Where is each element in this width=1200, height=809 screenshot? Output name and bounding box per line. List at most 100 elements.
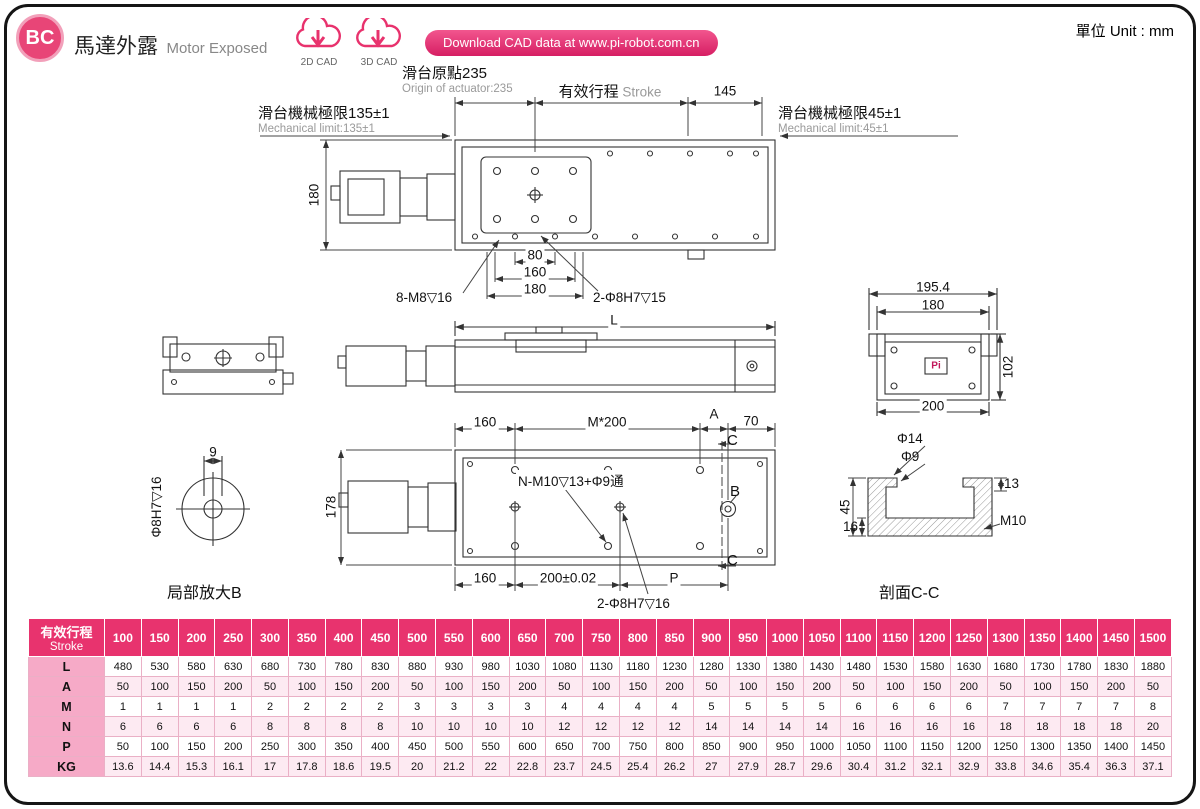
- spec-cell: 1: [214, 696, 253, 717]
- stroke-col-header: 400: [324, 618, 363, 657]
- spec-cell: 1: [104, 696, 142, 717]
- spec-cell: 150: [177, 736, 216, 757]
- mech-limit-left-zh: 滑台機械極限135±1: [258, 105, 390, 122]
- side-view-drawing: [337, 321, 776, 393]
- dim-195-4: 195.4: [916, 279, 950, 295]
- spec-cell: 3: [435, 696, 473, 717]
- spec-cell: 7: [1060, 696, 1099, 717]
- spec-cell: 780: [324, 656, 363, 677]
- spec-cell: 200: [802, 676, 841, 697]
- cad-3d-label: 3D CAD: [360, 57, 398, 68]
- dim-phi9: Φ9: [901, 449, 920, 464]
- spec-cell: 50: [839, 676, 878, 697]
- spec-cell: 16: [876, 716, 915, 737]
- spec-cell: 12: [618, 716, 657, 737]
- stroke-col-header: 900: [692, 618, 731, 657]
- spec-cell: 530: [140, 656, 179, 677]
- spec-cell: 1630: [949, 656, 988, 677]
- label-a: A: [707, 406, 721, 422]
- stroke-col-header: 300: [251, 618, 289, 657]
- callout-2-phi8h7-16: 2-Φ8H7▽16: [597, 596, 670, 611]
- spec-cell: 1680: [986, 656, 1025, 677]
- spec-cell: 18: [1097, 716, 1135, 737]
- callout-2-phi8h7-15: 2-Φ8H7▽15: [593, 290, 666, 305]
- spec-cell: 14.4: [140, 756, 179, 777]
- stroke-col-header: 800: [618, 618, 657, 657]
- stroke-label-en: Stroke: [622, 84, 662, 100]
- cad-3d-download[interactable]: 3D CAD: [352, 14, 406, 68]
- stroke-col-header: 1250: [949, 618, 988, 657]
- spec-cell: 100: [435, 676, 473, 697]
- spec-cell: 50: [1133, 676, 1173, 697]
- origin-label-en: Origin of actuator:235: [402, 83, 513, 95]
- spec-cell: 600: [508, 736, 547, 757]
- cad-download-banner[interactable]: Download CAD data at www.pi-robot.com.cn: [425, 30, 718, 56]
- spec-cell: 3: [471, 696, 510, 717]
- page-title-en: Motor Exposed: [166, 40, 268, 57]
- spec-cell: 250: [251, 736, 289, 757]
- spec-cell: 100: [140, 736, 179, 757]
- dim-160: 160: [521, 264, 549, 280]
- spec-cell: 28.7: [766, 756, 804, 777]
- spec-cell: 32.1: [913, 756, 951, 777]
- stroke-col-header: 1400: [1060, 618, 1099, 657]
- cad-2d-download[interactable]: 2D CAD: [292, 14, 346, 68]
- stroke-col-header: 850: [655, 618, 694, 657]
- mech-limit-left-label: 滑台機械極限135±1 Mechanical limit:135±1: [258, 102, 390, 135]
- stroke-col-header: 1000: [766, 618, 804, 657]
- stroke-col-header: 1200: [913, 618, 951, 657]
- spec-cell: 10: [471, 716, 510, 737]
- spec-cell: 4: [618, 696, 657, 717]
- spec-cell: 1050: [839, 736, 878, 757]
- page-title-zh: 馬達外露: [74, 35, 158, 58]
- stroke-header-zh: 有效行程: [40, 625, 93, 640]
- stroke-col-header: 450: [361, 618, 400, 657]
- dim-16: 16: [843, 519, 859, 534]
- spec-cell: 10: [398, 716, 437, 737]
- row-label: M: [28, 696, 105, 717]
- spec-cell: 1180: [618, 656, 657, 677]
- spec-cell: 150: [324, 676, 363, 697]
- spec-cell: 18: [1023, 716, 1062, 737]
- stroke-header: 有效行程 Stroke: [28, 618, 105, 657]
- spec-cell: 1880: [1133, 656, 1173, 677]
- spec-cell: 1200: [949, 736, 988, 757]
- dim-200-end: 200: [919, 398, 947, 414]
- spec-cell: 100: [140, 676, 179, 697]
- spec-cell: 200: [361, 676, 400, 697]
- spec-cell: 1330: [729, 656, 768, 677]
- dim-m200: M*200: [585, 414, 629, 430]
- spec-cell: 1480: [839, 656, 878, 677]
- spec-cell: 3: [508, 696, 547, 717]
- spec-cell: 880: [398, 656, 437, 677]
- label-b: B: [730, 483, 741, 500]
- dim-200-tol: 200±0.02: [537, 570, 599, 586]
- spec-cell: 10: [508, 716, 547, 737]
- spec-cell: 2: [324, 696, 363, 717]
- stroke-col-header: 1300: [986, 618, 1025, 657]
- row-label: N: [28, 716, 105, 737]
- dim-180-carriage: 180: [521, 281, 549, 297]
- spec-cell: 850: [692, 736, 731, 757]
- top-view-dimensions: [260, 97, 958, 299]
- spec-cell: 100: [287, 676, 326, 697]
- spec-cell: 8: [324, 716, 363, 737]
- stroke-col-header: 1350: [1023, 618, 1062, 657]
- detail-b-caption: 局部放大B: [167, 585, 242, 602]
- spec-cell: 930: [435, 656, 473, 677]
- front-view-drawing: [162, 336, 294, 395]
- spec-cell: 200: [508, 676, 547, 697]
- spec-cell: 630: [214, 656, 253, 677]
- spec-cell: 1030: [508, 656, 547, 677]
- spec-cell: 3: [398, 696, 437, 717]
- top-view-drawing: [330, 139, 776, 260]
- spec-cell: 480: [104, 656, 142, 677]
- spec-cell: 50: [104, 736, 142, 757]
- spec-cell: 150: [1060, 676, 1099, 697]
- spec-cell: 8: [1133, 696, 1173, 717]
- dim-70: 70: [741, 413, 761, 429]
